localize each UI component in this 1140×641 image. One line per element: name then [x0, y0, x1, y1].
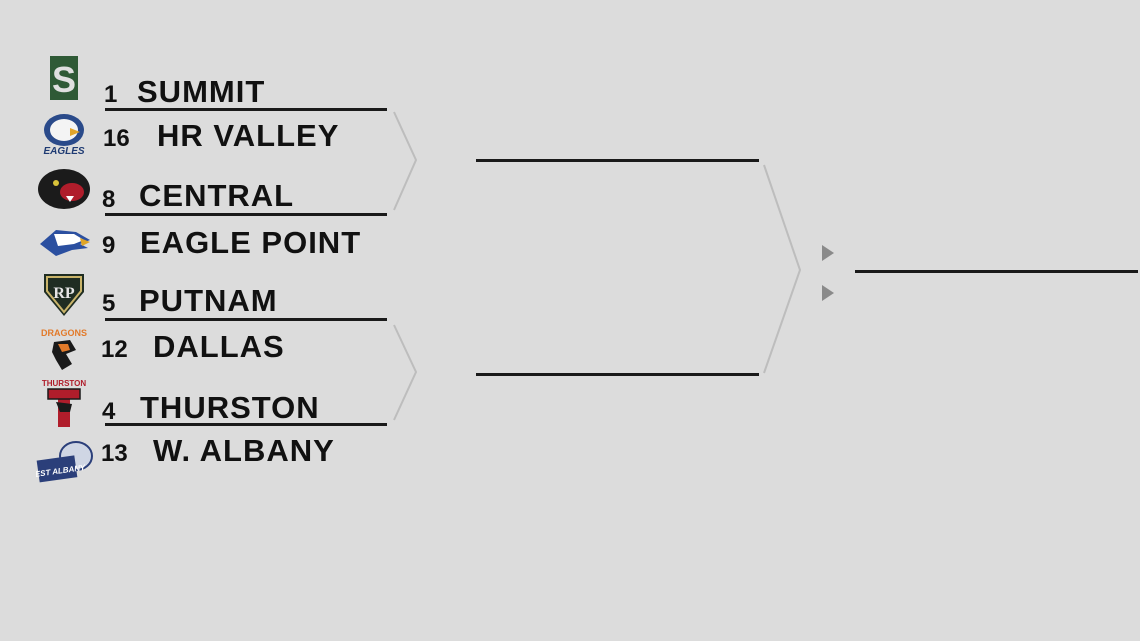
team-row-dallas: DRAGONS 12 DALLAS — [0, 324, 420, 370]
team-row-west-albany: WEST ALBANY 13 W. ALBANY — [0, 433, 420, 483]
eagle-head-logo — [40, 230, 90, 256]
team-row-hr-valley: EAGLES 16 HR VALLEY — [0, 112, 420, 158]
team-name: THURSTON — [140, 390, 320, 425]
west-albany-logo: WEST ALBANY — [36, 441, 93, 483]
arrow-icon — [822, 245, 834, 261]
arrow-icon — [822, 285, 834, 301]
svg-text:DRAGONS: DRAGONS — [41, 328, 87, 338]
panther-logo — [38, 169, 90, 209]
team-name: EAGLE POINT — [140, 225, 362, 260]
quarterfinal-slot — [476, 159, 759, 162]
team-name: CENTRAL — [139, 178, 295, 213]
matchup-rule — [105, 213, 387, 216]
team-row-eagle-point: 9 EAGLE POINT — [0, 220, 420, 266]
seed-number: 13 — [101, 440, 128, 467]
rp-shield-logo: RP — [44, 274, 84, 316]
quarterfinal-slot — [476, 373, 759, 376]
thurston-colts-logo: THURSTON — [42, 379, 87, 427]
team-row-summit: S 1 SUMMIT — [0, 56, 420, 109]
team-row-putnam: RP 5 PUTNAM — [0, 272, 420, 318]
team-name: PUTNAM — [139, 283, 278, 318]
seed-number: 12 — [101, 336, 128, 363]
team-row-central: 8 CENTRAL — [0, 166, 420, 212]
connector-chevron — [393, 324, 418, 421]
seed-number: 4 — [102, 398, 116, 425]
matchup-rule — [105, 108, 387, 111]
matchup-rule — [105, 318, 387, 321]
semifinal-slot — [855, 270, 1138, 273]
seed-number: 5 — [102, 290, 116, 317]
dragons-logo: DRAGONS — [41, 328, 87, 370]
svg-text:RP: RP — [53, 285, 75, 302]
connector-chevron — [393, 111, 418, 211]
summit-s-logo: S — [50, 56, 78, 100]
eagles-logo: EAGLES — [43, 114, 85, 157]
seed-number: 16 — [103, 125, 130, 152]
svg-text:S: S — [52, 59, 76, 100]
seed-number: 9 — [102, 232, 116, 259]
svg-text:EAGLES: EAGLES — [43, 146, 84, 157]
team-name: HR VALLEY — [157, 118, 340, 153]
team-name: SUMMIT — [137, 74, 266, 109]
matchup-rule — [105, 423, 387, 426]
connector-chevron — [763, 164, 802, 374]
svg-text:THURSTON: THURSTON — [42, 379, 87, 388]
team-name: W. ALBANY — [153, 433, 335, 468]
seed-number: 8 — [102, 186, 116, 213]
team-row-thurston: THURSTON 4 THURSTON — [0, 378, 420, 427]
seed-number: 1 — [104, 81, 118, 108]
team-name: DALLAS — [153, 329, 285, 364]
